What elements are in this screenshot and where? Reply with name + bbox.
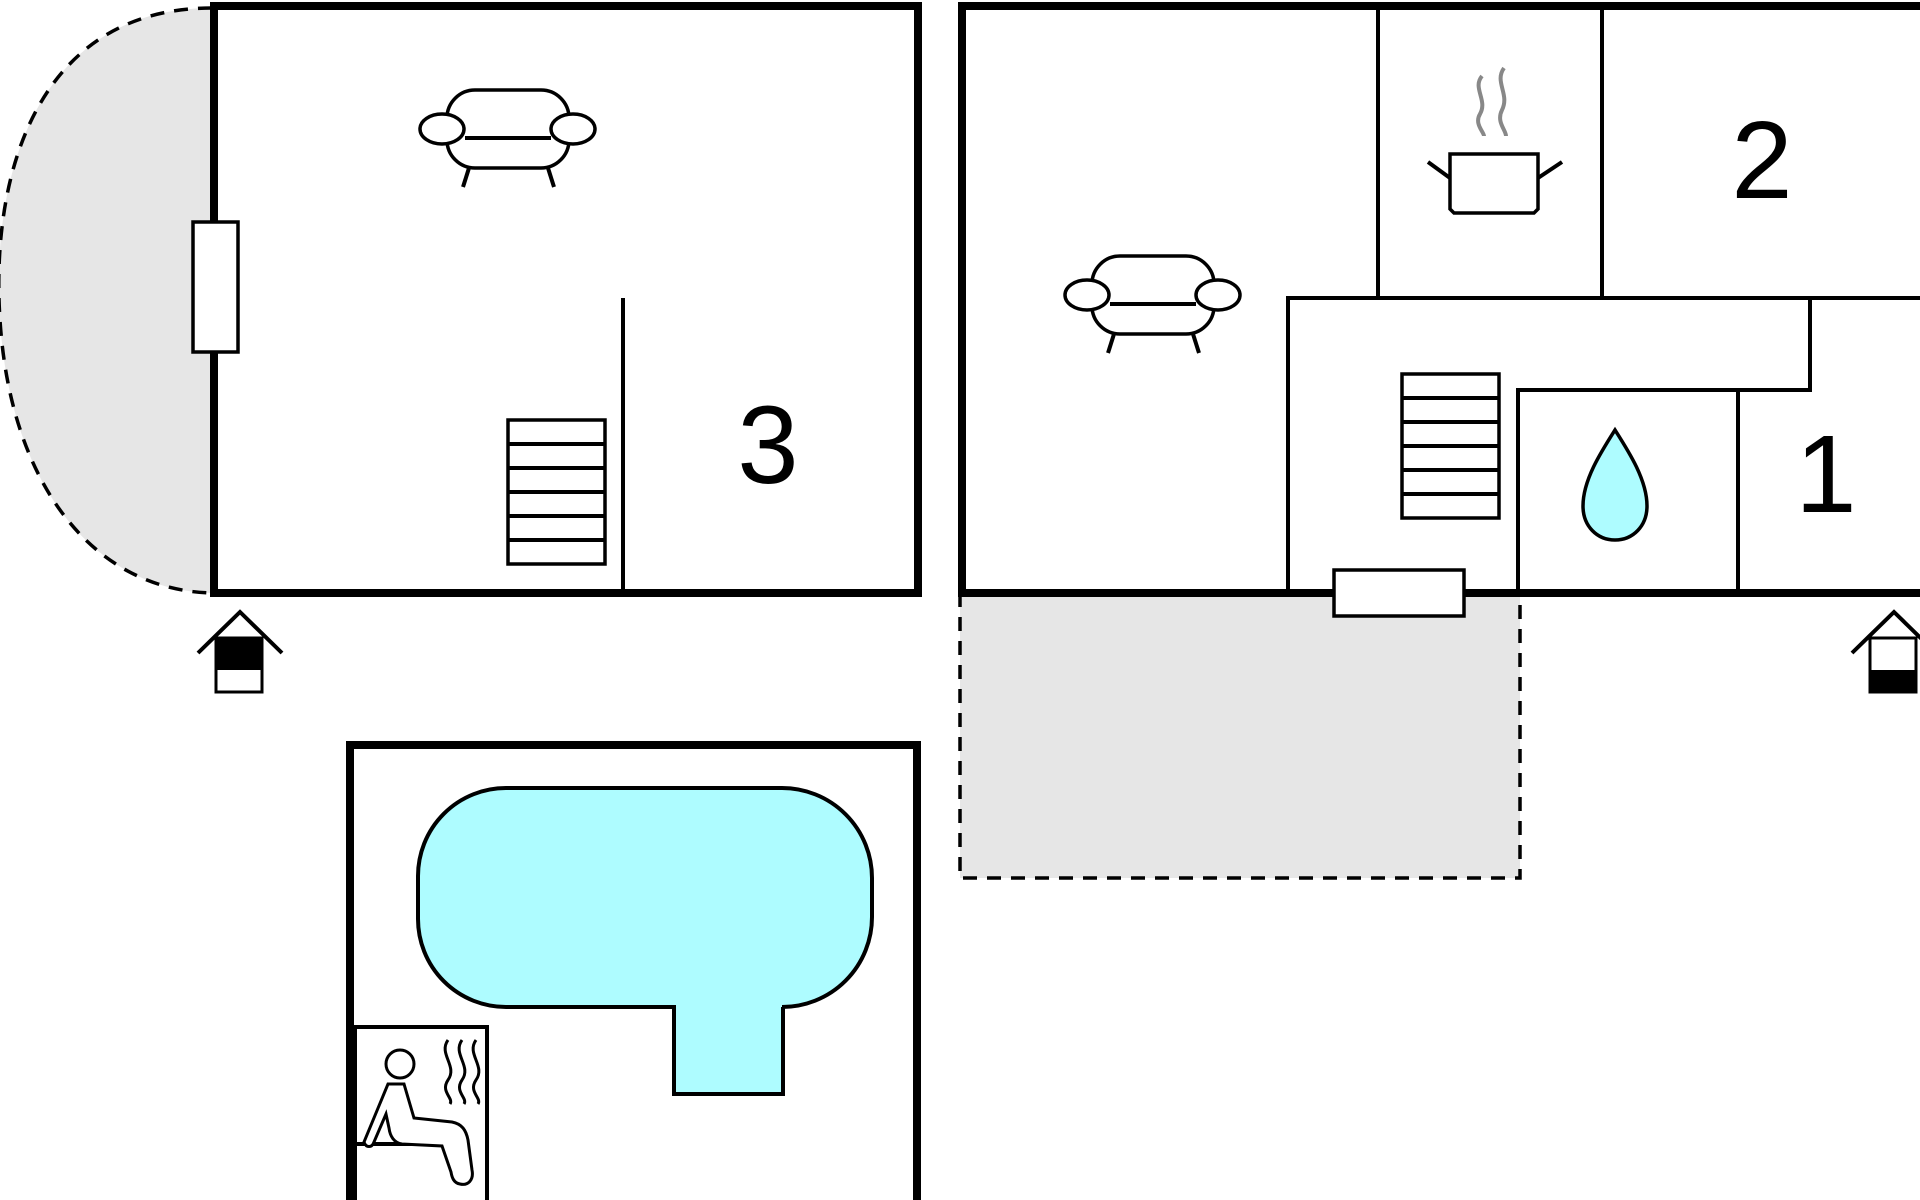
stairs-icon (506, 418, 607, 566)
pool-building (346, 741, 921, 1200)
room-label-2: 2 (1731, 99, 1792, 222)
door-right (1332, 568, 1466, 618)
terrace-right (958, 593, 1522, 880)
entrance-icon (1850, 609, 1920, 694)
entrance-icon (196, 609, 284, 694)
water-drop-icon (1581, 426, 1649, 542)
cooking-pot-icon (1426, 66, 1564, 215)
pool-icon (416, 786, 874, 1096)
right-building (958, 2, 1920, 618)
stairs-icon (1400, 372, 1501, 520)
door-left (191, 220, 240, 354)
sofa-icon (418, 88, 597, 188)
terrace-left (0, 6, 213, 595)
room-label-3: 3 (737, 384, 798, 507)
sofa-icon (1063, 254, 1242, 354)
left-building (191, 2, 922, 597)
sauna-icon (353, 1025, 489, 1200)
room-label-1: 1 (1795, 413, 1856, 536)
